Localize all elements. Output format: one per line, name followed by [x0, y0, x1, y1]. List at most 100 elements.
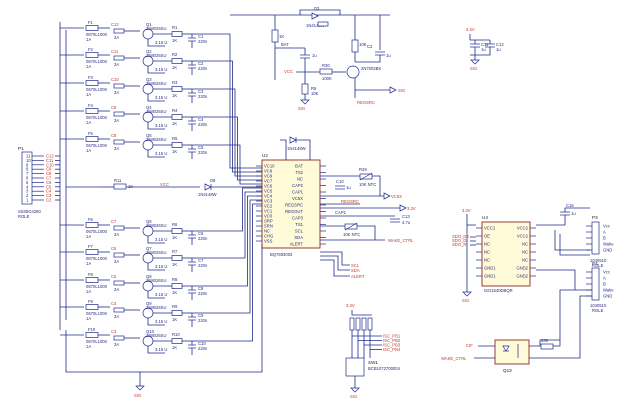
- r2-8: [171, 283, 183, 289]
- iso-right-pin-label: NC: [522, 258, 528, 263]
- dip-net-label: ISC_PB2: [383, 338, 401, 343]
- opto-cif: CIF: [466, 343, 473, 348]
- c-top-val: 1u: [312, 53, 317, 58]
- v33-top-label: 3.3V: [466, 27, 475, 32]
- cap-val: 220n: [198, 236, 208, 241]
- mosfet-val: 2N8026SU: [146, 333, 167, 338]
- cell-to-afe-wires: [192, 33, 262, 342]
- mosfet-rb: 3.15 U: [155, 151, 167, 156]
- r2-val: 1K: [172, 38, 177, 43]
- ptc-val: 3A: [114, 146, 119, 151]
- opto-r-val: 33K: [541, 338, 549, 343]
- dip-body: [345, 357, 365, 377]
- iso-right-pin-label: VCC2: [517, 234, 529, 239]
- u2-left-pin-label: VC3: [264, 199, 273, 204]
- ptc-3: [113, 83, 125, 89]
- p3-sub: ROLE: [592, 263, 604, 268]
- dip-sig: SIG: [350, 394, 357, 399]
- p1-net-c9: C9: [46, 167, 52, 172]
- mosfet-ref: Q6: [146, 219, 152, 224]
- u2-left-pin-label: VC7: [264, 179, 273, 184]
- left-bus: [59, 22, 67, 330]
- r2-val: 1K: [172, 121, 177, 126]
- c16-val: 1u: [571, 211, 576, 216]
- mosfet-val: 2N8026SU: [146, 278, 167, 283]
- iso-ground: [462, 291, 472, 297]
- p1-net-c11: C11: [46, 158, 54, 163]
- d3-diode: [311, 12, 319, 20]
- r-top-c: [351, 39, 359, 53]
- u2-right-pin-label: REGOUT: [285, 209, 303, 214]
- ptc-8: [113, 280, 125, 286]
- optocoupler-q13: CIF WAKE_CTRL Q13 33K: [441, 289, 592, 373]
- cell-net: C11: [111, 49, 119, 54]
- p1-pin-number: 9: [26, 162, 29, 167]
- p1-net-c3: C3: [46, 193, 52, 198]
- vcc-cell: R11 1K VCC 1N4148W D8: [66, 178, 262, 197]
- mosfet-ref: Q10: [146, 329, 155, 334]
- cell-net: C10: [111, 77, 119, 82]
- dip-ref: SW1: [368, 360, 378, 365]
- mosfet-rb: 3.15 U: [155, 40, 167, 45]
- cap-ref: C5: [198, 145, 204, 150]
- cap-ref: C3: [198, 89, 204, 94]
- mosfet-val: 2N8026SU: [146, 109, 167, 114]
- ptc-val: 3A: [114, 287, 119, 292]
- p4-pin-label: Vcc: [603, 270, 610, 275]
- fuse-ref: F10: [88, 327, 96, 332]
- cap-val: 220n: [198, 122, 208, 127]
- fuse-6: [85, 222, 99, 228]
- r2-7: [171, 255, 183, 261]
- bat-label: BAT: [281, 42, 289, 47]
- cell-afe-wire: [192, 60, 262, 173]
- p1-part: SS05G4280: [18, 209, 41, 214]
- q-top-mosfet: [346, 65, 360, 79]
- main-ground-symbol: [135, 385, 145, 391]
- r2-val: 1K: [172, 345, 177, 350]
- iso-left-pin-label: VCC1: [484, 226, 496, 231]
- r2-ref: R1: [172, 25, 178, 30]
- c12-ref: C12: [496, 42, 504, 47]
- r30-resistor: [319, 68, 333, 75]
- mosfet-val: 2N8026SU: [146, 223, 167, 228]
- dip-part: BCB1072700004: [368, 366, 401, 371]
- mosfet-ref: Q1: [146, 22, 152, 27]
- dip-pullup-resistor: [361, 317, 367, 331]
- cap-ref: C2: [198, 61, 204, 66]
- fuse-part: 0670L1000: [86, 311, 108, 316]
- cell-afe-wire: [192, 195, 262, 287]
- u2-left-pin-label: VC10: [264, 164, 275, 169]
- fuse-val: 1A: [86, 37, 91, 42]
- mosfet-ref: Q9: [146, 301, 152, 306]
- r-ntc2-val: 10K NTC: [343, 232, 360, 237]
- alert-label: ALERT: [351, 274, 365, 279]
- mosfet-ref: Q2: [146, 49, 152, 54]
- fuse-val: 1A: [86, 64, 91, 69]
- ptc-val: 3A: [114, 35, 119, 40]
- u2-ref: U2: [262, 153, 268, 158]
- cap-ref: C8: [198, 286, 204, 291]
- r2-ref: R2: [172, 52, 178, 57]
- cap-val: 220n: [198, 263, 208, 268]
- dip-net-label: ISC_PB4: [383, 347, 401, 352]
- iso-right-pin-label: NC: [522, 242, 528, 247]
- p1-net-c5: C5: [46, 184, 52, 189]
- ptc-10: [113, 335, 125, 341]
- cell-afe-wire: [192, 88, 262, 177]
- p4-pin-label: A: [603, 276, 606, 281]
- r2-val: 1K: [172, 149, 177, 154]
- cap-ref: C4: [198, 117, 204, 122]
- r-top-a: [271, 29, 279, 43]
- fuse-ref: F4: [88, 103, 94, 108]
- d3-ref: D3: [314, 6, 320, 11]
- mosfet-ref: Q8: [146, 274, 152, 279]
- r-top-b-ref: R9: [311, 86, 317, 91]
- iso-v33: 3.3V: [462, 208, 471, 213]
- iso-left-pin-label: GND1: [484, 266, 496, 271]
- iso-net-label: SDO_R: [452, 242, 466, 247]
